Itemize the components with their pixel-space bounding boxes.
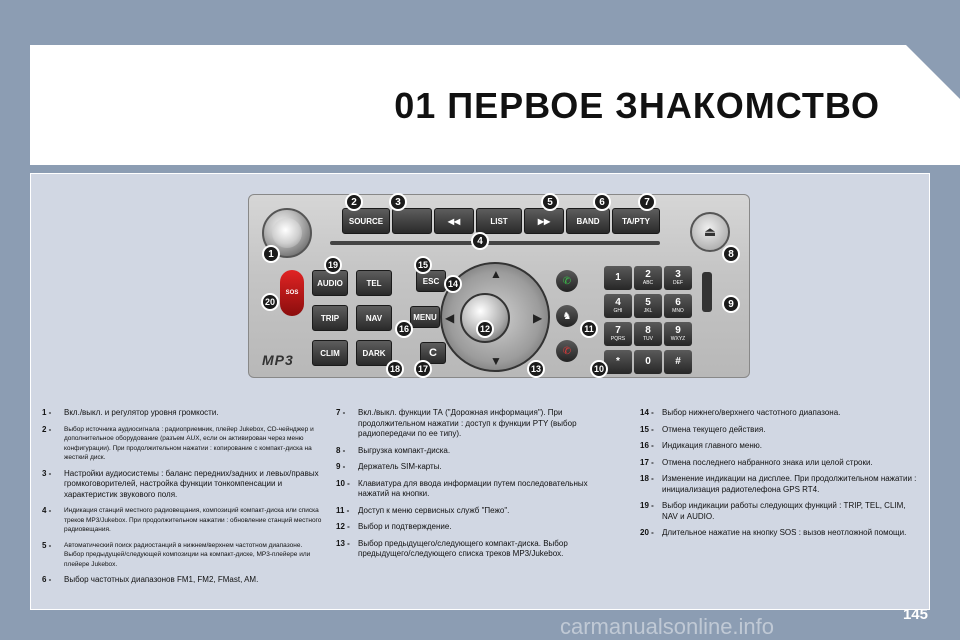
blank-button <box>392 208 432 234</box>
legend-item: 7 -Вкл./выкл. функции ТА ("Дорожная инфо… <box>336 408 577 438</box>
callout-number: 8 <box>722 245 740 263</box>
watermark: carmanualsonline.info <box>560 614 775 639</box>
menu-button: MENU <box>410 306 440 328</box>
callout-number: 6 <box>593 193 611 211</box>
page-number: 145 <box>902 606 928 623</box>
arrow-down-icon: ▼ <box>490 354 502 368</box>
legend-item: 18 -Изменение индикации на дисплее. При … <box>640 474 917 494</box>
call-accept-icon: ✆ <box>556 270 578 292</box>
nav-button: NAV <box>356 305 392 331</box>
legend-item: 16 -Индикация главного меню. <box>640 441 763 450</box>
callout-number: 12 <box>476 320 494 338</box>
call-reject-icon: ✆ <box>556 340 578 362</box>
legend-item: 2 -Выбор источника аудиосигнала : радиоп… <box>42 424 314 462</box>
callout-number: 4 <box>471 232 489 250</box>
callout-number: 18 <box>386 360 404 378</box>
callout-number: 3 <box>389 193 407 211</box>
band-button: BAND <box>566 208 610 234</box>
callout-number: 17 <box>414 360 432 378</box>
legend-item: 15 -Отмена текущего действия. <box>640 424 766 434</box>
legend-item: 6 -Выбор частотных диапазонов FM1, FM2, … <box>42 575 259 584</box>
callout-number: 14 <box>444 275 462 293</box>
legend-item: 3 -Настройки аудиосистемы : баланс перед… <box>42 468 319 499</box>
legend-item: 1 -Вкл./выкл. и регулятор уровня громкос… <box>42 408 219 417</box>
trip-button: TRIP <box>312 305 348 331</box>
keypad-key: * <box>604 350 632 374</box>
source-button: SOURCE <box>342 208 390 234</box>
callout-number: 7 <box>638 193 656 211</box>
page-title: 01 ПЕРВОЕ ЗНАКОМСТВО <box>394 85 880 126</box>
legend-column-2: 7 -Вкл./выкл. функции ТА ("Дорожная инфо… <box>336 408 614 566</box>
legend-column-3: 14 -Выбор нижнего/верхнего частотного ди… <box>640 408 922 545</box>
keypad-key: 0 <box>634 350 662 374</box>
legend-column-1: 1 -Вкл./выкл. и регулятор уровня громкос… <box>42 408 324 592</box>
callout-number: 13 <box>527 360 545 378</box>
legend-item: 13 -Выбор предыдущего/следующего компакт… <box>336 538 568 559</box>
cd-slot <box>330 241 660 245</box>
legend-item: 9 -Держатель SIM-карты. <box>336 462 442 471</box>
callout-number: 9 <box>722 295 740 313</box>
tel-button: TEL <box>356 270 392 296</box>
volume-knob <box>262 208 312 258</box>
audio-button: AUDIO <box>312 270 348 296</box>
arrow-left-icon: ◀ <box>445 311 455 325</box>
arrow-up-icon: ▲ <box>490 267 502 281</box>
legend-item: 20 -Длительное нажатие на кнопку SOS : в… <box>640 528 907 537</box>
list-button: LIST <box>476 208 522 234</box>
callout-number: 1 <box>262 245 280 263</box>
legend-item: 11 -Доступ к меню сервисных служб "Пежо"… <box>336 505 510 515</box>
callout-number: 5 <box>541 193 559 211</box>
arrow-right-icon: ▶ <box>533 311 543 325</box>
callout-number: 20 <box>261 293 279 311</box>
callout-number: 10 <box>590 360 608 378</box>
clim-button: CLIM <box>312 340 348 366</box>
clear-button: C <box>420 342 446 364</box>
peugeot-services-icon: ♞ <box>556 305 578 327</box>
eject-icon: ⏏ <box>690 212 730 252</box>
callout-number: 2 <box>345 193 363 211</box>
prev-button: ◀◀ <box>434 208 474 234</box>
legend-item: 12 -Выбор и подтверждение. <box>336 522 452 531</box>
next-button: ▶▶ <box>524 208 564 234</box>
keypad-key: # <box>664 350 692 374</box>
callout-number: 11 <box>580 320 598 338</box>
callout-number: 15 <box>414 256 432 274</box>
legend-item: 8 -Выгрузка компакт-диска. <box>336 445 451 455</box>
dark-button: DARK <box>356 340 392 366</box>
header-card: 01 ПЕРВОЕ ЗНАКОМСТВО <box>30 45 960 165</box>
legend-item: 17 -Отмена последнего набранного знака и… <box>640 457 873 467</box>
legend-item: 14 -Выбор нижнего/верхнего частотного ди… <box>640 408 841 417</box>
legend-item: 10 -Клавиатура для ввода информации путе… <box>336 478 588 499</box>
mp3-logo: MP3 <box>262 352 294 368</box>
sim-card-holder <box>702 272 712 312</box>
legend-item: 19 -Выбор индикации работы следующих фун… <box>640 501 906 521</box>
legend-item: 4 -Индикация станций местного радиовещан… <box>42 506 322 533</box>
sos-button: SOS <box>280 270 304 316</box>
callout-number: 16 <box>395 320 413 338</box>
keypad-key: 1 <box>604 266 632 290</box>
callout-number: 19 <box>324 256 342 274</box>
legend-item: 5 -Автоматический поиск радиостанций в н… <box>42 540 311 568</box>
ta-pty-button: TA/PTY <box>612 208 660 234</box>
